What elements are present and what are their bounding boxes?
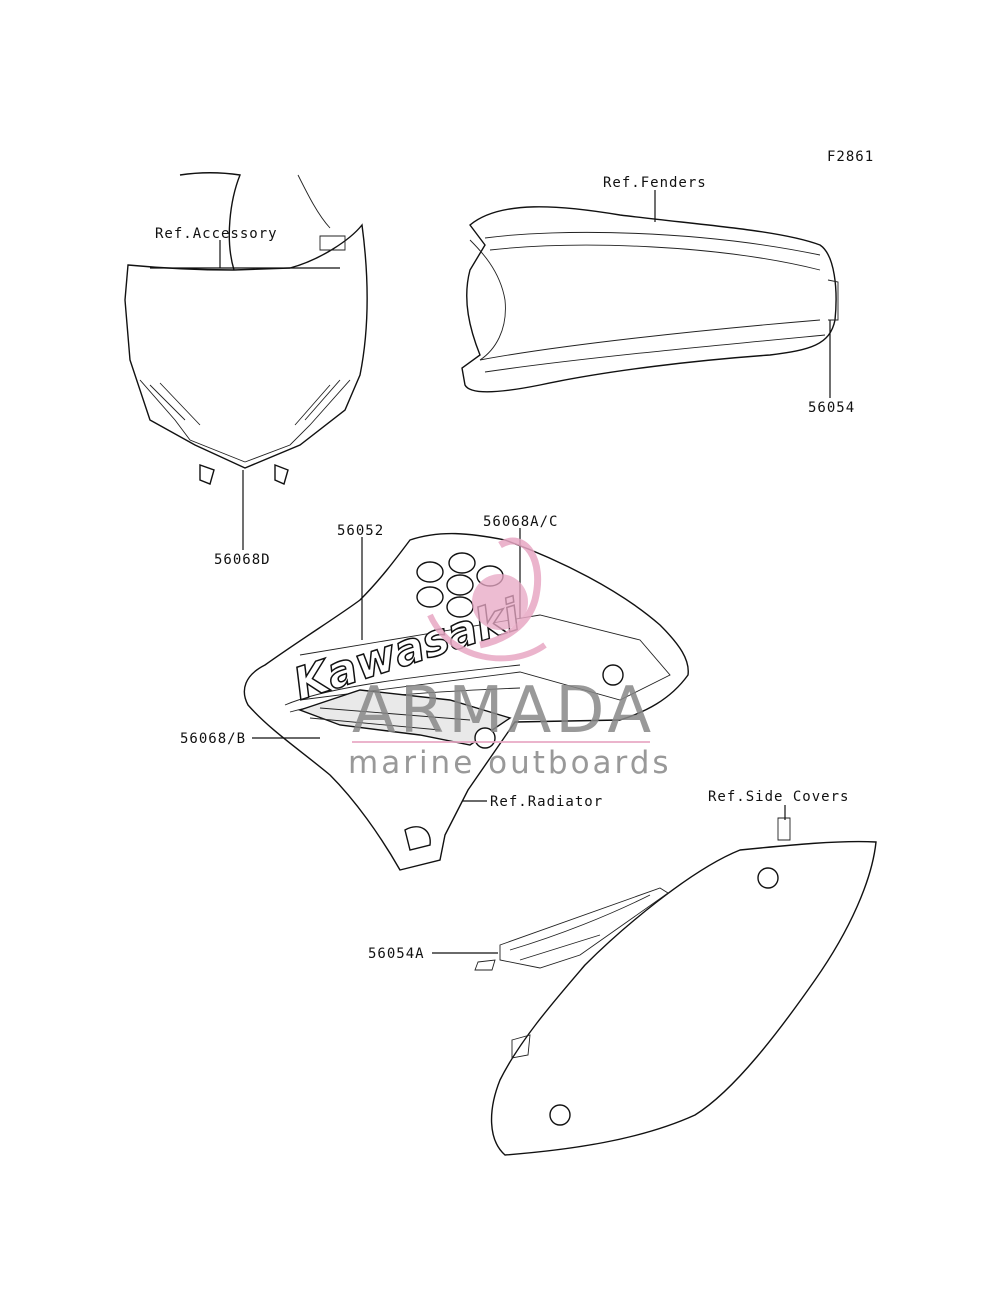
watermark-brand: ARMADA (352, 674, 655, 748)
part-56068b-label: 56068/B (180, 731, 246, 747)
ref-radiator-label: Ref.Radiator (490, 794, 603, 810)
rear-fender (461, 190, 839, 398)
front-number-plate (124, 172, 368, 550)
watermark-dot-icon (472, 574, 528, 630)
ref-fenders-label: Ref.Fenders (603, 175, 707, 191)
part-56068ac-label: 56068A/C (483, 514, 558, 530)
ref-side-covers-label: Ref.Side Covers (708, 789, 849, 805)
part-56054-label: 56054 (808, 400, 855, 416)
watermark-swoosh-icon (479, 537, 542, 649)
decal-ovals (416, 552, 504, 618)
watermark-tagline: marine outboards (348, 745, 672, 781)
part-56054a-label: 56054A (368, 946, 425, 962)
watermark-arc-icon (427, 613, 547, 662)
part-56068d-label: 56068D (214, 552, 271, 568)
part-56052-label: 56052 (337, 523, 384, 539)
ref-accessory-label: Ref.Accessory (155, 226, 278, 242)
figure-id: F2861 (827, 149, 874, 165)
armada-watermark: ARMADA marine outboards (348, 537, 672, 781)
side-cover (432, 805, 877, 1156)
